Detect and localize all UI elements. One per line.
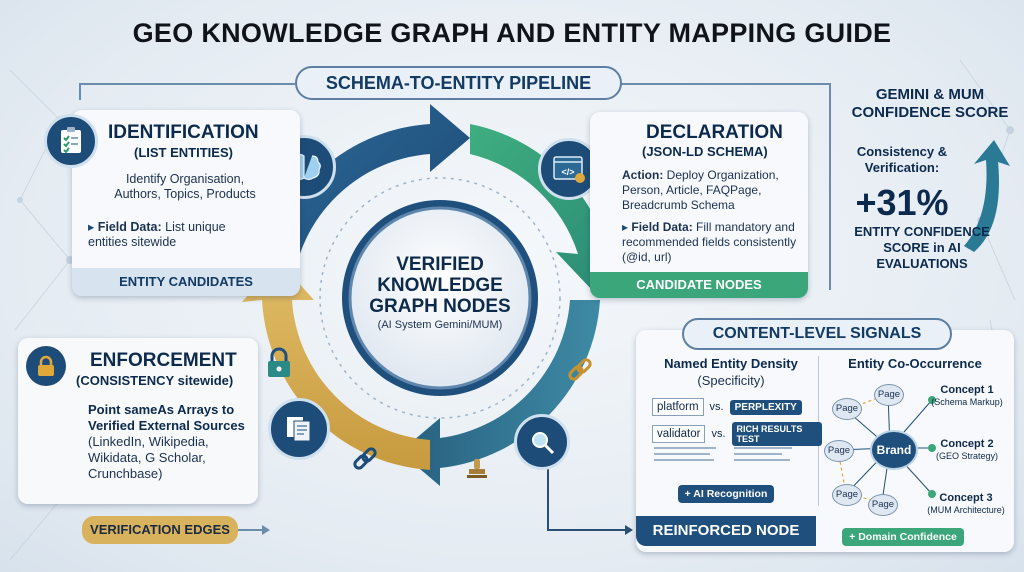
score-sub: Consistency & Verification: bbox=[856, 144, 948, 175]
page-node-1: Page bbox=[832, 398, 862, 420]
brand-node: Brand bbox=[870, 430, 918, 470]
declaration-action-label: Action: bbox=[622, 168, 664, 182]
candidate-nodes-band: CANDIDATE NODES bbox=[590, 272, 808, 298]
checklist-icon bbox=[44, 114, 98, 168]
ned-heading: Named Entity Density bbox=[664, 356, 798, 371]
declaration-card: DECLARATION (JSON-LD SCHEMA) Action: Dep… bbox=[590, 112, 808, 298]
concept-3-sub: (MUM Architecture) bbox=[927, 505, 1005, 515]
co-occurrence-heading: Entity Co-Occurrence bbox=[848, 356, 982, 371]
padlock-icon bbox=[26, 346, 66, 386]
lock-icon bbox=[262, 346, 296, 380]
concept-3: Concept 3 (MUM Architecture) bbox=[918, 492, 1014, 516]
concept-2-sub: (GEO Strategy) bbox=[935, 451, 998, 461]
center-node-label: VERIFIED KNOWLEDGE GRAPH NODES (AI Syste… bbox=[350, 254, 530, 331]
score-value: +31% bbox=[855, 182, 949, 223]
center-line3: GRAPH NODES bbox=[369, 296, 511, 317]
domain-confidence-badge: + Domain Confidence bbox=[842, 528, 964, 546]
identification-subheading: (LIST ENTITIES) bbox=[134, 145, 233, 160]
declaration-heading: DECLARATION bbox=[646, 122, 783, 143]
identification-field: ▸ Field Data: List unique entities sitew… bbox=[88, 220, 226, 249]
enforcement-card: ENFORCEMENT (CONSISTENCY sitewide) Point… bbox=[18, 338, 258, 504]
score-panel: GEMINI & MUM CONFIDENCE SCORE Consistenc… bbox=[842, 86, 1018, 286]
ned-row-2: validator vs. RICH RESULTS TEST bbox=[652, 422, 822, 446]
identification-field-text: List unique entities sitewide bbox=[88, 220, 226, 249]
signals-heading: CONTENT-LEVEL SIGNALS bbox=[682, 318, 952, 350]
ned-term-platform: platform bbox=[652, 398, 704, 416]
identification-heading: IDENTIFICATION bbox=[108, 122, 259, 143]
enforcement-subheading: (CONSISTENCY sitewide) bbox=[76, 373, 234, 388]
score-heading: GEMINI & MUM CONFIDENCE SCORE bbox=[851, 86, 1009, 121]
page-node-5: Page bbox=[868, 494, 898, 516]
chain-link-icon-left bbox=[350, 445, 380, 475]
declaration-action: Action: Deploy Organization, Person, Art… bbox=[622, 168, 800, 213]
svg-text:</>: </> bbox=[561, 167, 574, 177]
declaration-subheading: (JSON-LD SCHEMA) bbox=[642, 144, 768, 159]
entity-candidates-band: ENTITY CANDIDATES bbox=[72, 268, 300, 296]
concept-3-label: Concept 3 bbox=[939, 492, 993, 504]
stamp-icon bbox=[464, 456, 490, 482]
ned-subheading: (Specificity) bbox=[697, 373, 765, 388]
center-line2: KNOWLEDGE bbox=[377, 275, 503, 296]
trend-up-arrow-icon bbox=[964, 140, 1010, 252]
ned-vs-1: vs. bbox=[709, 401, 724, 413]
concept-1: Concept 1 (Schema Markup) bbox=[922, 384, 1012, 408]
score-caption: ENTITY CONFIDENCE SCORE in AI EVALUATION… bbox=[854, 224, 990, 271]
page-node-2: Page bbox=[874, 384, 904, 406]
enforcement-body-rest: (LinkedIn, Wikipedia, Wikidata, G Schola… bbox=[88, 434, 209, 481]
concept-2-label: Concept 2 bbox=[940, 438, 994, 450]
chain-link-icon-right bbox=[565, 356, 595, 386]
ned-chip-rich-results: RICH RESULTS TEST bbox=[731, 422, 822, 446]
declaration-field: ▸ Field Data: Fill mandatory and recomme… bbox=[622, 220, 797, 264]
identification-field-label: Field Data: bbox=[97, 220, 162, 234]
pipeline-label: SCHEMA-TO-ENTITY PIPELINE bbox=[295, 66, 622, 100]
concept-1-label: Concept 1 bbox=[940, 384, 994, 396]
ai-recognition-badge: + AI Recognition bbox=[678, 485, 774, 503]
identification-card: IDENTIFICATION (LIST ENTITIES) Identify … bbox=[44, 110, 300, 296]
ned-text-lines bbox=[654, 447, 792, 461]
ned-term-validator: validator bbox=[652, 425, 706, 443]
ned-vs-2: vs. bbox=[711, 428, 726, 440]
page-node-3: Page bbox=[824, 440, 854, 462]
declaration-field-text: Fill mandatory and recommended fields co… bbox=[622, 220, 797, 264]
identification-body: Identify Organisation, Authors, Topics, … bbox=[114, 172, 256, 201]
concept-1-sub: (Schema Markup) bbox=[931, 397, 1003, 407]
center-line1: VERIFIED bbox=[396, 254, 484, 275]
magnifier-icon bbox=[514, 414, 570, 470]
verification-edges-badge: VERIFICATION EDGES bbox=[82, 516, 238, 544]
concept-2: Concept 2 (GEO Strategy) bbox=[922, 438, 1012, 462]
declaration-field-label: Field Data: bbox=[631, 220, 693, 234]
enforcement-body: Point sameAs Arrays to Verified External… bbox=[88, 402, 256, 482]
page-node-4: Page bbox=[832, 484, 862, 506]
declaration-action-text: Deploy Organization, Person, Article, FA… bbox=[622, 168, 779, 212]
enforcement-body-bold: Point sameAs Arrays to Verified External… bbox=[88, 402, 245, 433]
documents-icon bbox=[268, 398, 330, 460]
reinforced-node-band: REINFORCED NODE bbox=[636, 516, 816, 546]
code-window-icon: </> bbox=[538, 138, 600, 200]
page-title: GEO KNOWLEDGE GRAPH AND ENTITY MAPPING G… bbox=[132, 18, 892, 48]
enforcement-heading: ENFORCEMENT bbox=[90, 350, 237, 371]
ned-chip-perplexity: PERPLEXITY bbox=[729, 399, 802, 415]
center-subtitle: (AI System Gemini/MUM) bbox=[377, 319, 503, 331]
ned-row-1: platform vs. PERPLEXITY bbox=[652, 398, 822, 416]
